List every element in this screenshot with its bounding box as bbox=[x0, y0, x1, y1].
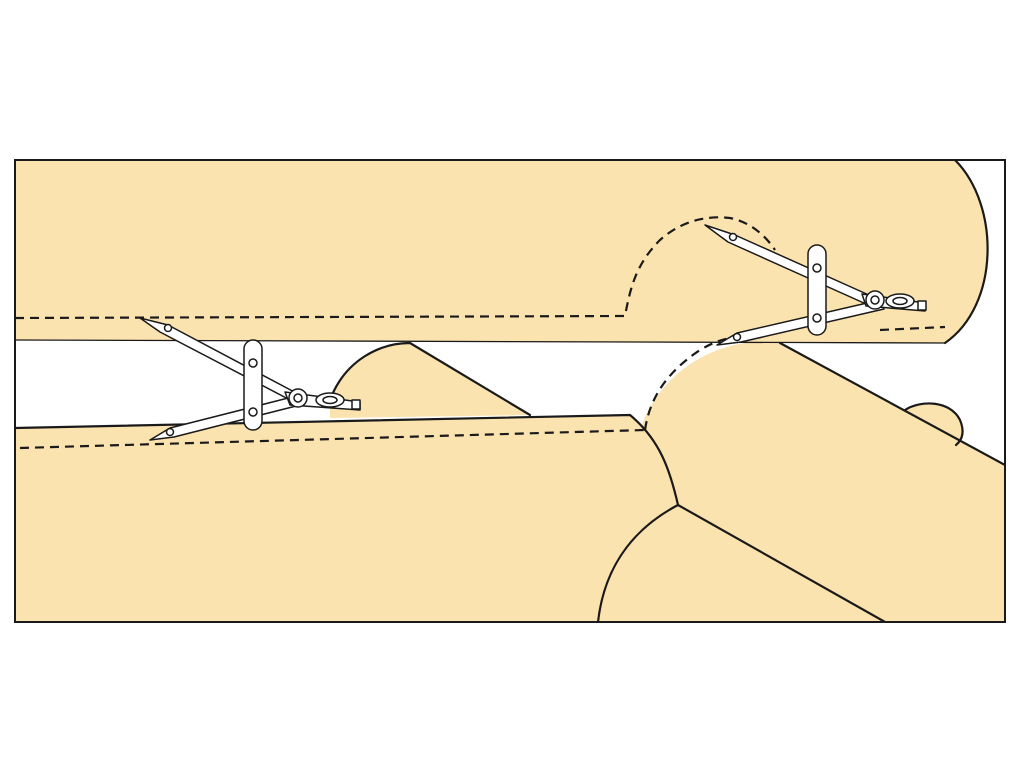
cross-log-top-edge bbox=[778, 341, 1005, 467]
cross-log bbox=[640, 341, 1005, 622]
cross-log-lower-edge bbox=[676, 503, 887, 622]
lower-log-top-edge bbox=[15, 413, 680, 507]
upper-log bbox=[15, 160, 988, 343]
scene bbox=[15, 160, 1005, 622]
background-log-end bbox=[330, 343, 530, 418]
frame-border bbox=[14, 159, 1006, 623]
background-log-outline bbox=[328, 341, 532, 417]
upper-log-bottom-edge bbox=[15, 339, 946, 344]
upper-log-end-outline bbox=[943, 160, 989, 345]
far-log-end-outline bbox=[903, 402, 964, 447]
log-scriber-icon bbox=[139, 317, 361, 441]
scribe-line-cross bbox=[643, 336, 731, 431]
cross-log-lower bbox=[598, 505, 885, 622]
lower-log bbox=[15, 415, 678, 622]
scribe-line-upper bbox=[15, 216, 776, 320]
saddle-curve bbox=[596, 503, 680, 622]
log-scriber-icon bbox=[704, 224, 927, 346]
scribe-line-upper-right bbox=[879, 325, 946, 332]
